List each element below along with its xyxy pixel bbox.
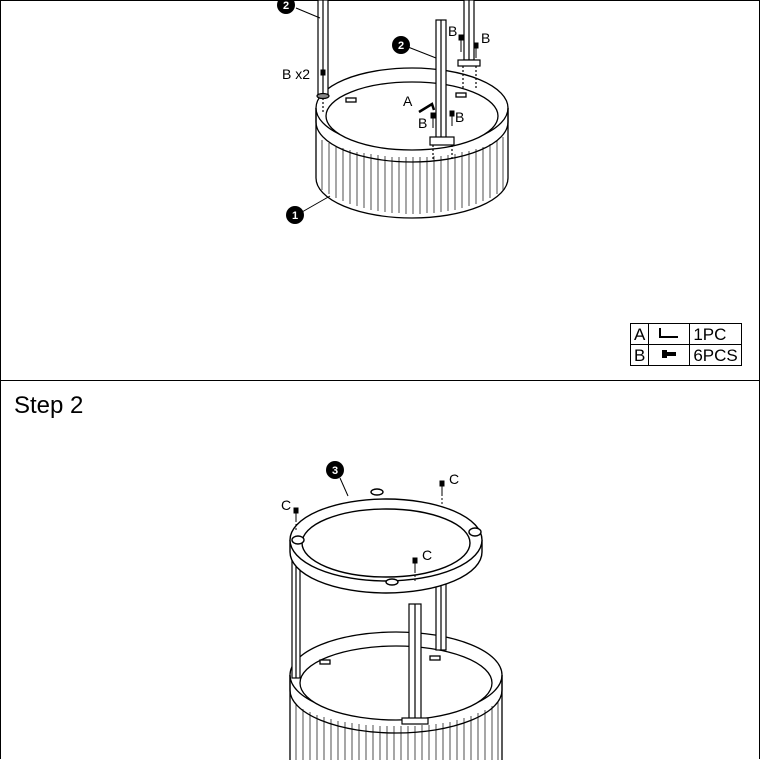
part-qty: 6PCS — [689, 344, 742, 366]
svg-text:1: 1 — [292, 210, 298, 222]
screw-icons — [320, 34, 479, 128]
leg-right — [457, 0, 481, 88]
parts-table: A 1PC B 6PCS — [629, 323, 742, 366]
label-b: B — [418, 115, 427, 131]
svg-text:2: 2 — [398, 40, 404, 52]
leg-left — [316, 0, 330, 112]
callout-leg-top-left: 2 — [277, 0, 295, 14]
top-ring — [289, 488, 483, 594]
part-qty: 1PC — [689, 323, 742, 345]
part-letter: B — [629, 344, 650, 366]
label-a: A — [403, 93, 413, 109]
leg-front — [429, 19, 455, 160]
allen-key-icon — [418, 102, 436, 114]
step2-illustration: 3 C C C — [281, 461, 503, 760]
screw-icons — [293, 480, 445, 582]
leg-front — [401, 603, 429, 725]
callout-base: 1 — [286, 206, 304, 224]
label-b: B — [481, 30, 490, 46]
screw-icon — [648, 344, 691, 366]
base-drum — [289, 631, 503, 760]
svg-text:3: 3 — [332, 465, 338, 477]
leg-left — [291, 555, 301, 679]
leader-lines — [295, 7, 437, 213]
parts-row: B 6PCS — [629, 344, 742, 366]
label-c: C — [449, 471, 459, 487]
svg-text:2: 2 — [283, 0, 289, 12]
leader-line — [339, 477, 349, 497]
label-b: B — [448, 23, 457, 39]
allen-key-icon — [648, 323, 691, 345]
label-b-x2: B x2 — [282, 66, 310, 82]
part-letter: A — [629, 323, 650, 345]
step-divider — [0, 380, 760, 381]
step1-illustration: 2 2 1 B x2 B B A B B — [277, 0, 509, 224]
label-c: C — [422, 547, 432, 563]
callout-leg-front: 2 — [392, 36, 410, 54]
label-c: C — [281, 497, 291, 513]
callout-top-ring: 3 — [326, 461, 344, 479]
parts-row: A 1PC — [629, 323, 742, 345]
base-drum — [315, 67, 509, 219]
label-b: B — [455, 109, 464, 125]
step-2-title: Step 2 — [14, 392, 84, 419]
